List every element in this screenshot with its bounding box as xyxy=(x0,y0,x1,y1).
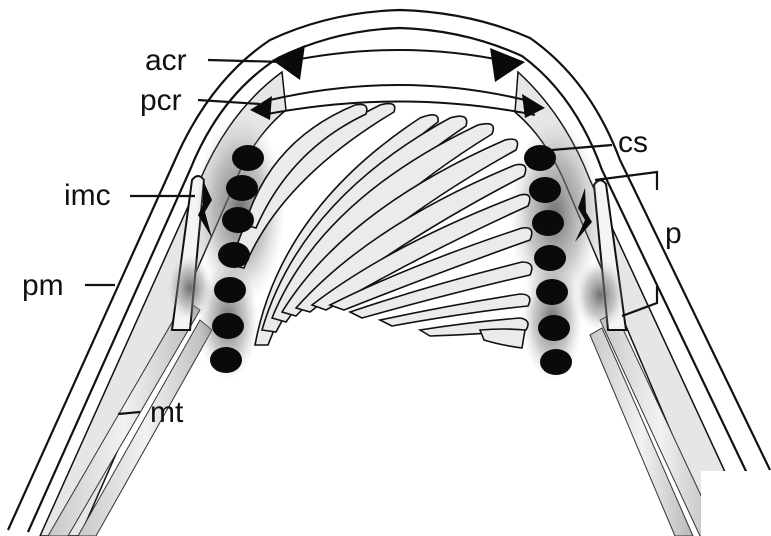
label-acr: acr xyxy=(145,44,187,77)
polar-ring-markers xyxy=(250,94,545,120)
label-mt: mt xyxy=(150,396,184,429)
label-pm: pm xyxy=(22,269,64,302)
label-pcr: pcr xyxy=(140,84,182,117)
label-imc: imc xyxy=(64,179,111,212)
label-p: p xyxy=(665,217,682,250)
label-cs: cs xyxy=(618,126,648,159)
blank-corner xyxy=(701,471,771,536)
